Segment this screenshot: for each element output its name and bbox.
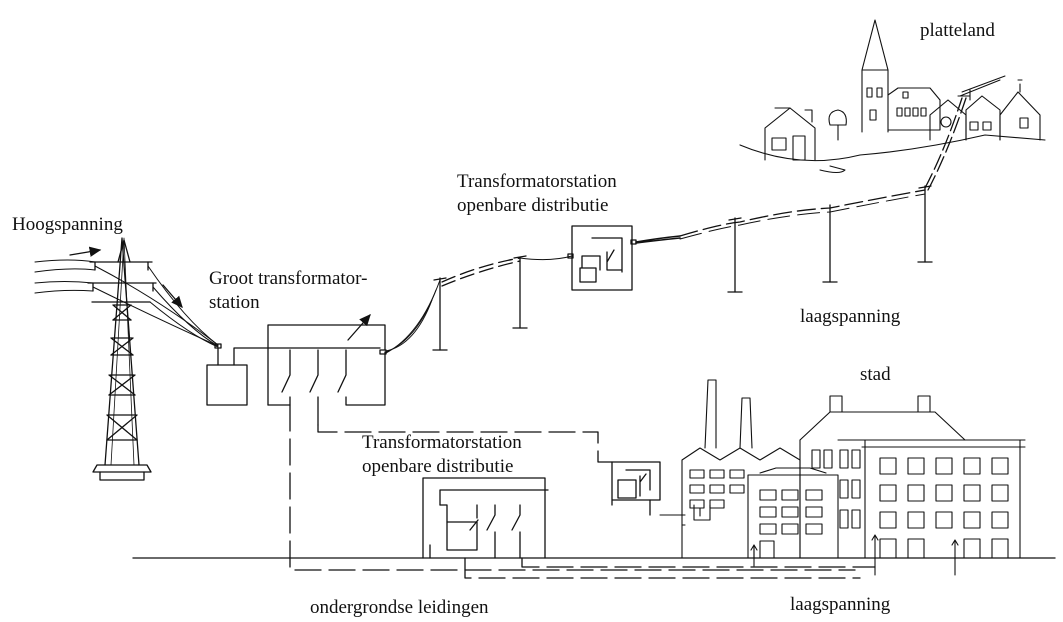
label-low-voltage-bottom: laagspanning <box>790 594 891 615</box>
pole-5 <box>918 186 932 262</box>
overhead-line-2 <box>442 258 520 286</box>
label-station-public-bottom-line2: openbare distributie <box>362 456 514 477</box>
village-icon <box>740 20 1045 173</box>
overhead-line-4 <box>636 236 680 243</box>
label-underground-cables: ondergrondse leidingen <box>310 597 489 618</box>
label-station-public-top-line2: openbare distributie <box>457 195 609 216</box>
factory-substation-icon <box>612 462 660 515</box>
overhead-line-5 <box>680 190 925 236</box>
label-station-public-bottom-line1: Transformatorstation <box>362 432 522 453</box>
underground-cables <box>290 405 875 578</box>
pole-2 <box>513 256 527 328</box>
label-low-voltage-top: laagspanning <box>800 306 901 327</box>
distribution-station-top-icon <box>568 226 636 290</box>
high-voltage-pylon-icon <box>88 238 156 480</box>
distribution-station-bottom-icon <box>423 478 548 558</box>
high-voltage-lines <box>35 260 218 347</box>
label-big-transformer-station-line2: station <box>209 292 260 313</box>
pole-4 <box>823 205 837 282</box>
label-big-transformer-station-line1: Groot transformator- <box>209 268 368 289</box>
overhead-line-6 <box>925 98 966 190</box>
arrow-in-1 <box>70 246 102 257</box>
label-countryside: platteland <box>920 20 995 41</box>
label-station-public-top-line1: Transformatorstation <box>457 171 617 192</box>
city-icon <box>660 380 1025 575</box>
overhead-line-1 <box>386 280 440 353</box>
pole-3 <box>728 218 742 292</box>
label-city: stad <box>860 364 891 385</box>
pole-1 <box>433 278 447 350</box>
arrow-out <box>348 314 371 340</box>
label-high-voltage: Hoogspanning <box>12 214 123 235</box>
arrow-in-2 <box>163 285 183 308</box>
big-transformer-station-icon <box>207 325 386 425</box>
overhead-line-3 <box>520 256 572 260</box>
